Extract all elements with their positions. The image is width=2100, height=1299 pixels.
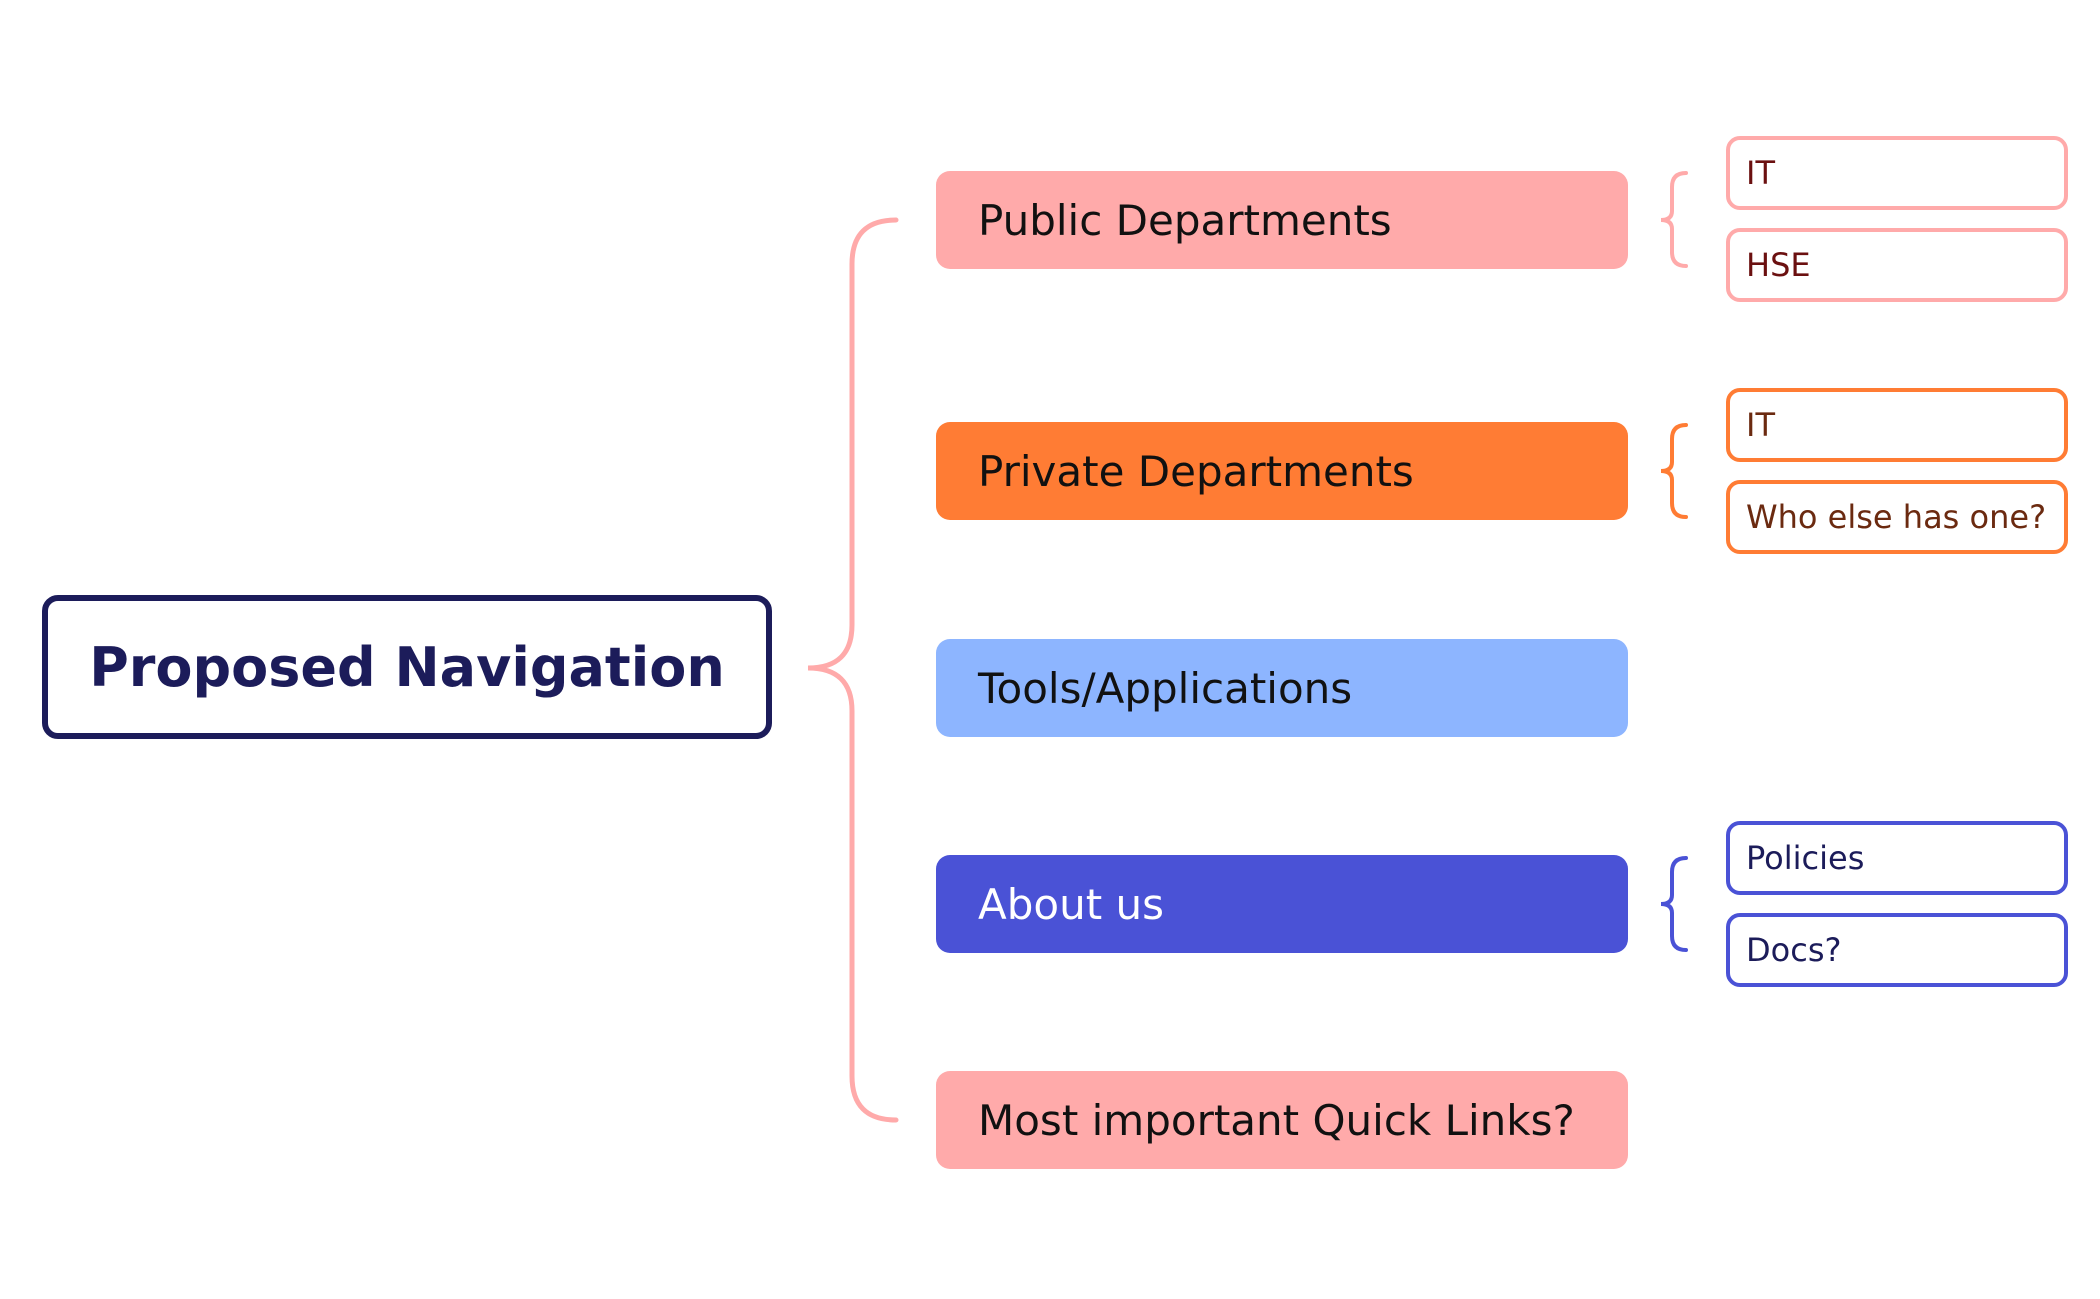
main-brace [807, 217, 899, 1123]
branch-private-departments[interactable]: Private Departments [936, 422, 1628, 520]
branch-about-us[interactable]: About us [936, 855, 1628, 953]
branch-public-departments[interactable]: Public Departments [936, 171, 1628, 269]
branch-label: Private Departments [978, 446, 1414, 496]
branch-label: Most important Quick Links? [978, 1095, 1575, 1145]
branch-tools-applications[interactable]: Tools/Applications [936, 639, 1628, 737]
root-node-label: Proposed Navigation [89, 635, 725, 699]
about-us-brace [1660, 856, 1688, 952]
leaf-label: Policies [1746, 839, 1865, 877]
public-departments-brace [1660, 171, 1688, 268]
branch-quick-links[interactable]: Most important Quick Links? [936, 1071, 1628, 1169]
leaf-private-who-else[interactable]: Who else has one? [1726, 480, 2068, 554]
leaf-label: HSE [1746, 246, 1811, 284]
leaf-label: Who else has one? [1746, 498, 2047, 536]
leaf-label: IT [1746, 406, 1775, 444]
leaf-public-it[interactable]: IT [1726, 136, 2068, 210]
root-node[interactable]: Proposed Navigation [42, 595, 772, 739]
branch-label: About us [978, 879, 1165, 929]
leaf-private-it[interactable]: IT [1726, 388, 2068, 462]
leaf-label: IT [1746, 154, 1775, 192]
leaf-about-policies[interactable]: Policies [1726, 821, 2068, 895]
private-departments-brace [1660, 423, 1688, 519]
branch-label: Tools/Applications [978, 663, 1353, 713]
leaf-label: Docs? [1746, 931, 1842, 969]
leaf-public-hse[interactable]: HSE [1726, 228, 2068, 302]
leaf-about-docs[interactable]: Docs? [1726, 913, 2068, 987]
branch-label: Public Departments [978, 195, 1392, 245]
